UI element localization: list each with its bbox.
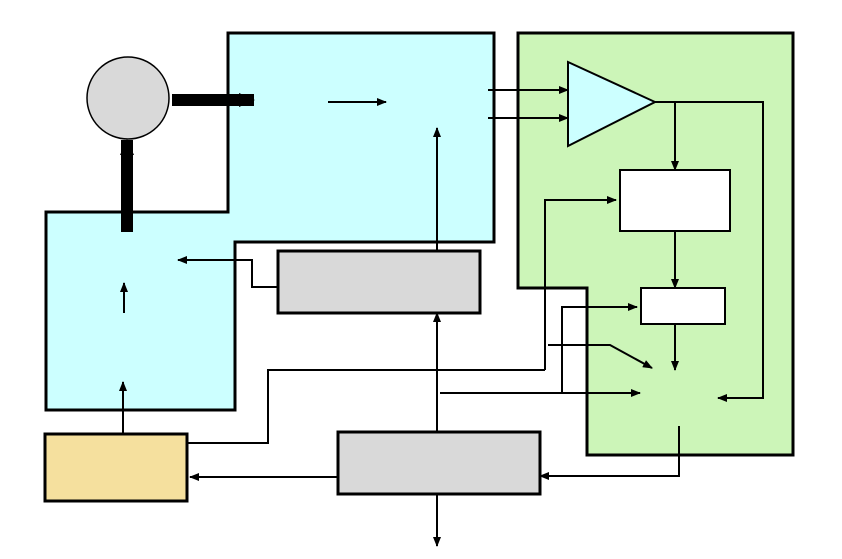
- green-lower-box: [640, 287, 726, 325]
- gray-block-upper: [276, 249, 482, 315]
- amp-feedback-loop: [675, 101, 764, 402]
- gray-block-lower: [336, 430, 542, 496]
- green-upper-box: [619, 169, 731, 232]
- gray-upper-to-cyan-lower: [177, 256, 278, 288]
- amplifier-triangle: [567, 60, 658, 148]
- connectors: [119, 86, 764, 547]
- cyan-region-upper: [44, 31, 496, 412]
- green-region: [516, 31, 795, 457]
- circle-node: [86, 56, 170, 140]
- tan-block: [43, 432, 189, 503]
- tan-top-link: [187, 369, 545, 444]
- green-out-to-gray-lower: [539, 426, 680, 480]
- line-to-sum-diag: [548, 344, 653, 369]
- line-to-upper-box: [544, 196, 617, 370]
- line-to-lower-box: [561, 303, 638, 392]
